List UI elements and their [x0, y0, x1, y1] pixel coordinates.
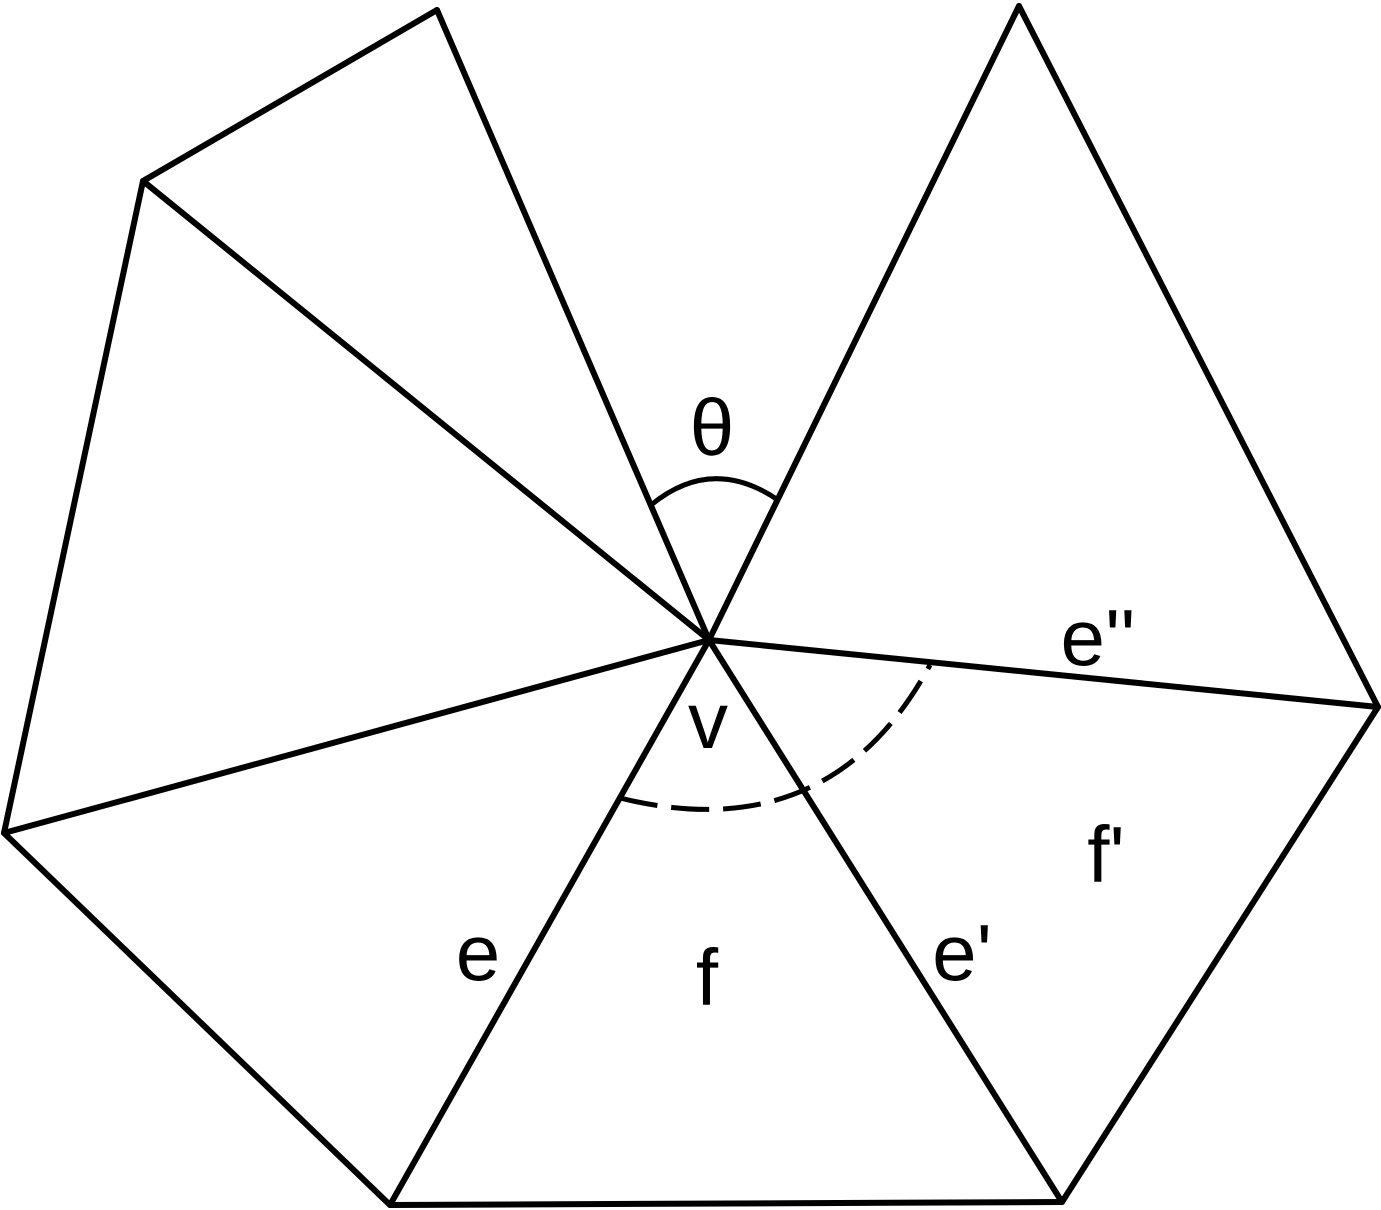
label-e-prime: e' — [932, 908, 992, 997]
spoke-edge — [140, 178, 712, 643]
spokes — [1, 3, 1381, 1208]
boundary-edge — [1016, 3, 1381, 710]
label-theta: θ — [690, 383, 735, 472]
spoke-edge — [434, 7, 712, 643]
label-e: e — [456, 908, 501, 997]
dashed-angle-arc — [619, 663, 933, 812]
edge-e — [387, 637, 712, 1208]
spoke-edge — [706, 3, 1022, 643]
boundary-edge — [387, 1199, 1065, 1208]
boundary-edge — [1, 178, 146, 836]
boundary-edge — [140, 7, 440, 184]
boundary-edge — [1059, 704, 1381, 1205]
spoke-edge — [1, 637, 712, 836]
edge-e-double-prime — [706, 637, 1381, 710]
label-f-prime: f' — [1087, 810, 1125, 899]
theta-angle-arc — [649, 476, 780, 507]
label-e-double-prime: e'' — [1060, 593, 1135, 682]
outer-boundary — [1, 3, 1381, 1208]
boundary-edge — [1, 830, 393, 1208]
label-f: f — [696, 933, 719, 1022]
edge-e-prime — [706, 637, 1065, 1205]
label-v: v — [688, 676, 728, 765]
